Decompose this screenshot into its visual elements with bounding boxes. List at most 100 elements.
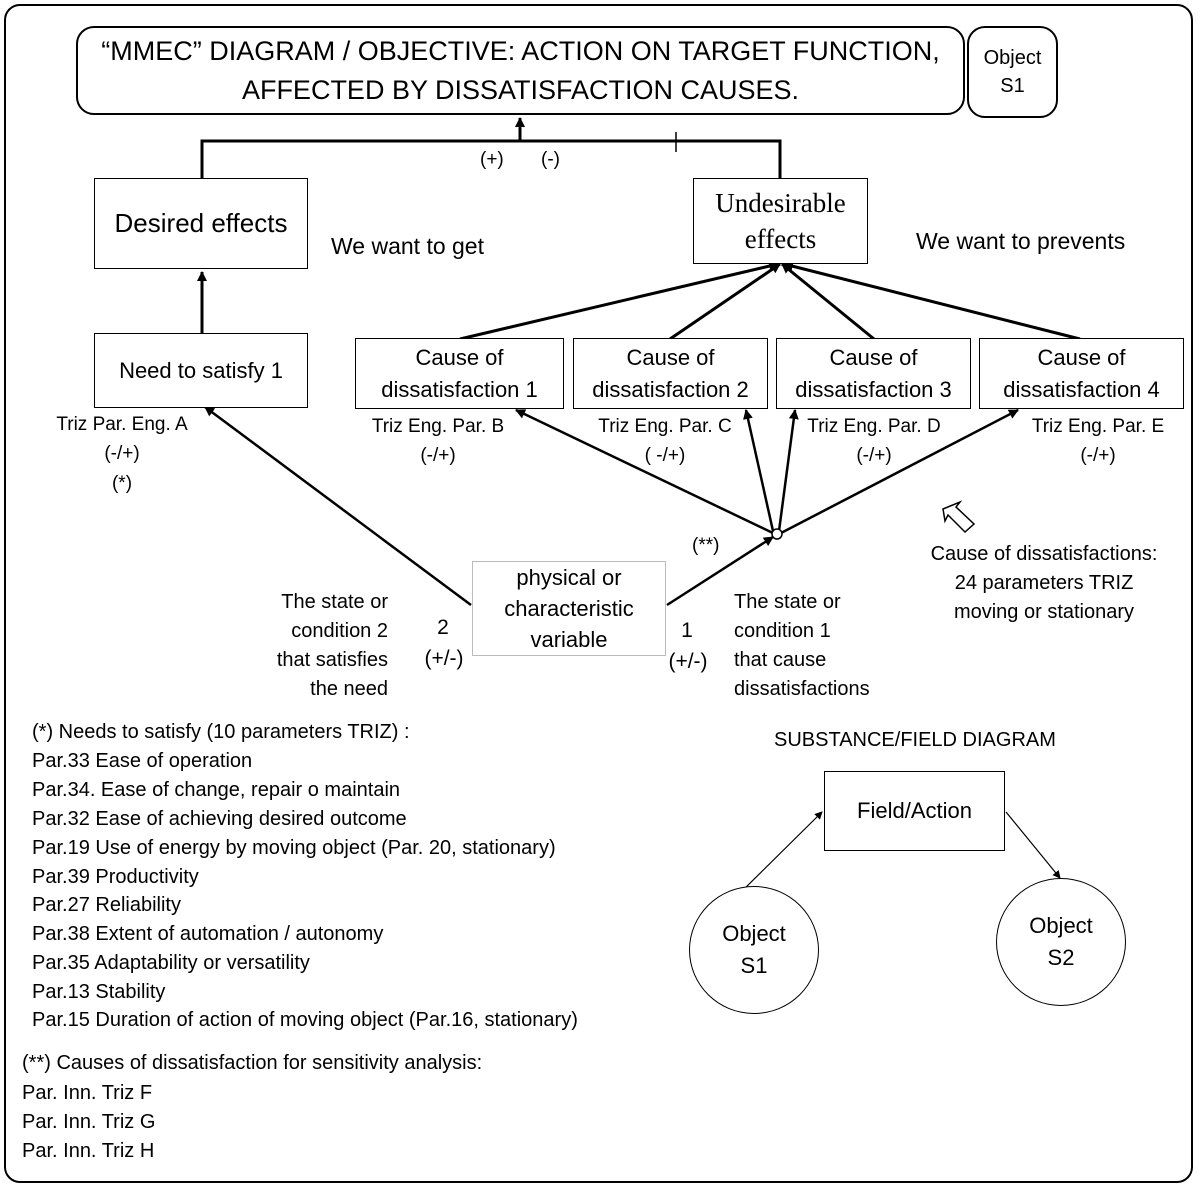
s1-to-field-arrow <box>734 811 823 899</box>
undesirable-note: We want to prevents <box>916 228 1126 254</box>
undesirable-line1: Undesirable <box>715 187 846 218</box>
object-s1-circle-line2: S1 <box>740 953 768 978</box>
need-label: Need to satisfy 1 <box>119 357 283 383</box>
state2-text: The state or condition 2 that satisfies … <box>218 588 388 704</box>
object-s1-line2: S1 <box>1000 75 1025 97</box>
variable-box: physical or characteristic variable <box>472 561 666 656</box>
needs-list-item: Par.19 Use of energy by moving object (P… <box>32 837 556 859</box>
cause-3-line1: Cause of <box>829 344 918 370</box>
cause-4-param-label: Triz Eng. Par. E (-/+) <box>1018 413 1178 470</box>
cause-box-1: Cause of dissatisfaction 1 <box>355 338 564 409</box>
undesirable-effects-box: Undesirable effects <box>693 178 868 264</box>
cause-1-param-label: Triz Eng. Par. B (-/+) <box>358 413 518 470</box>
double-star-mark: (**) <box>692 535 720 556</box>
field-to-s2-arrow <box>1005 811 1061 879</box>
cause-note-line3: moving or stationary <box>953 601 1135 623</box>
object-s2-circle-line1: Object <box>1029 913 1093 939</box>
cause-2-param-label: Triz Eng. Par. C ( -/+) <box>585 413 745 470</box>
causes-list-item: Par. Inn. Triz H <box>22 1140 155 1162</box>
variable-line2: characteristic <box>504 595 634 621</box>
cause-2-line2: dissatisfaction 2 <box>592 376 749 402</box>
state1-text: The state or condition 1 that cause diss… <box>734 588 870 704</box>
object-s2-circle: Object S2 <box>996 878 1126 1006</box>
cause-note-line1: Cause of dissatisfactions: <box>930 543 1158 565</box>
desired-effects-box: Desired effects <box>94 178 308 269</box>
node-to-cause2-arrow <box>743 409 775 532</box>
cause-3-line2: dissatisfaction 3 <box>795 376 952 402</box>
state2-line4: the need <box>310 678 388 700</box>
objective-title-line1: “MMEC” DIAGRAM / OBJECTIVE: ACTION ON TA… <box>101 36 940 67</box>
cause-2-param: Triz Eng. Par. C <box>598 416 732 437</box>
cause-3-sign: (-/+) <box>856 444 892 466</box>
state1-line2: condition 1 <box>734 620 831 642</box>
state1-line3: that cause <box>734 649 827 671</box>
cause-3-param-label: Triz Eng. Par. D (-/+) <box>794 413 954 470</box>
cause-note-line2: 24 parameters TRIZ <box>954 572 1134 594</box>
object-s1-line1: Object <box>983 47 1042 69</box>
hollow-pointer-arrow <box>942 500 976 534</box>
cause1-to-undesirable-arrow <box>459 261 779 341</box>
variable-line1: physical or <box>516 564 622 590</box>
object-s2-circle-line2: S2 <box>1047 945 1075 970</box>
state1-line4: dissatisfactions <box>734 678 870 700</box>
need-param: Triz Par. Eng. A <box>56 414 188 435</box>
cause-4-sign: (-/+) <box>1080 444 1116 466</box>
plus-sign: (+) <box>480 149 504 170</box>
field-action-label: Field/Action <box>857 798 972 823</box>
cause2-to-undesirable-arrow <box>669 262 781 341</box>
cause3-to-undesirable-arrow <box>781 262 875 341</box>
causes-list-heading: (**) Causes of dissatisfaction for sensi… <box>22 1052 483 1074</box>
bracket-line <box>200 139 782 179</box>
object-s1-box: Object S1 <box>967 26 1058 118</box>
needs-list-item: Par.27 Reliability <box>32 894 181 916</box>
needs-list-item: Par.38 Extent of automation / autonomy <box>32 923 384 945</box>
node-to-cause3-arrow <box>777 409 799 532</box>
cause-4-line1: Cause of <box>1037 344 1126 370</box>
cause-3-param: Triz Eng. Par. D <box>807 416 941 437</box>
cause-box-4: Cause of dissatisfaction 4 <box>979 338 1184 409</box>
junction-node <box>771 528 783 540</box>
desired-note: We want to get <box>331 233 484 259</box>
needs-list-heading: (*) Needs to satisfy (10 parameters TRIZ… <box>32 721 410 743</box>
state2-line1: The state or <box>281 591 388 613</box>
diagram-frame <box>4 4 1193 1183</box>
needs-list-item: Par.15 Duration of action of moving obje… <box>32 1009 578 1031</box>
causes-list-item: Par. Inn. Triz G <box>22 1111 156 1133</box>
state2-line2: condition 2 <box>291 620 388 642</box>
cause-2-sign: ( -/+) <box>644 444 686 466</box>
state1-num: 1 <box>681 619 693 642</box>
variable-to-node-arrow <box>666 535 774 607</box>
field-action-box: Field/Action <box>824 771 1005 851</box>
causes-list-item: Par. Inn. Triz F <box>22 1082 153 1104</box>
state1-sign: (+/-) <box>668 650 708 673</box>
node-to-cause1-arrow <box>515 408 776 536</box>
cause-1-line2: dissatisfaction 1 <box>381 376 538 402</box>
cause-2-line1: Cause of <box>626 344 715 370</box>
needs-list-item: Par.34. Ease of change, repair o maintai… <box>32 779 401 801</box>
cause-4-line2: dissatisfaction 4 <box>1003 376 1160 402</box>
undesirable-line2: effects <box>744 224 817 254</box>
objective-title-box: “MMEC” DIAGRAM / OBJECTIVE: ACTION ON TA… <box>76 26 965 115</box>
state1-line1: The state or <box>734 591 841 613</box>
cause-box-2: Cause of dissatisfaction 2 <box>573 338 768 409</box>
cause-1-param: Triz Eng. Par. B <box>371 416 505 437</box>
needs-list-item: Par.35 Adaptability or versatility <box>32 952 310 974</box>
cause-1-line1: Cause of <box>415 344 504 370</box>
minus-sign: (-) <box>541 149 560 170</box>
node-to-cause4-arrow <box>780 408 1019 535</box>
state2-line3: that satisfies <box>276 649 388 671</box>
cause4-to-undesirable-arrow <box>783 261 1081 341</box>
needs-list-item: Par.39 Productivity <box>32 866 199 888</box>
object-s1-circle: Object S1 <box>689 886 819 1014</box>
sf-diagram-title: SUBSTANCE/FIELD DIAGRAM <box>774 729 1056 751</box>
cause-1-sign: (-/+) <box>420 444 456 466</box>
need-mark: (*) <box>111 472 133 494</box>
cause-note-text: Cause of dissatisfactions: 24 parameters… <box>914 540 1174 627</box>
need-to-satisfy-box: Need to satisfy 1 <box>94 333 308 408</box>
cause-box-3: Cause of dissatisfaction 3 <box>776 338 971 409</box>
state2-num: 2 <box>437 616 449 639</box>
variable-line3: variable <box>530 627 608 653</box>
needs-list-item: Par.13 Stability <box>32 981 166 1003</box>
need-sign: (-/+) <box>104 443 140 465</box>
